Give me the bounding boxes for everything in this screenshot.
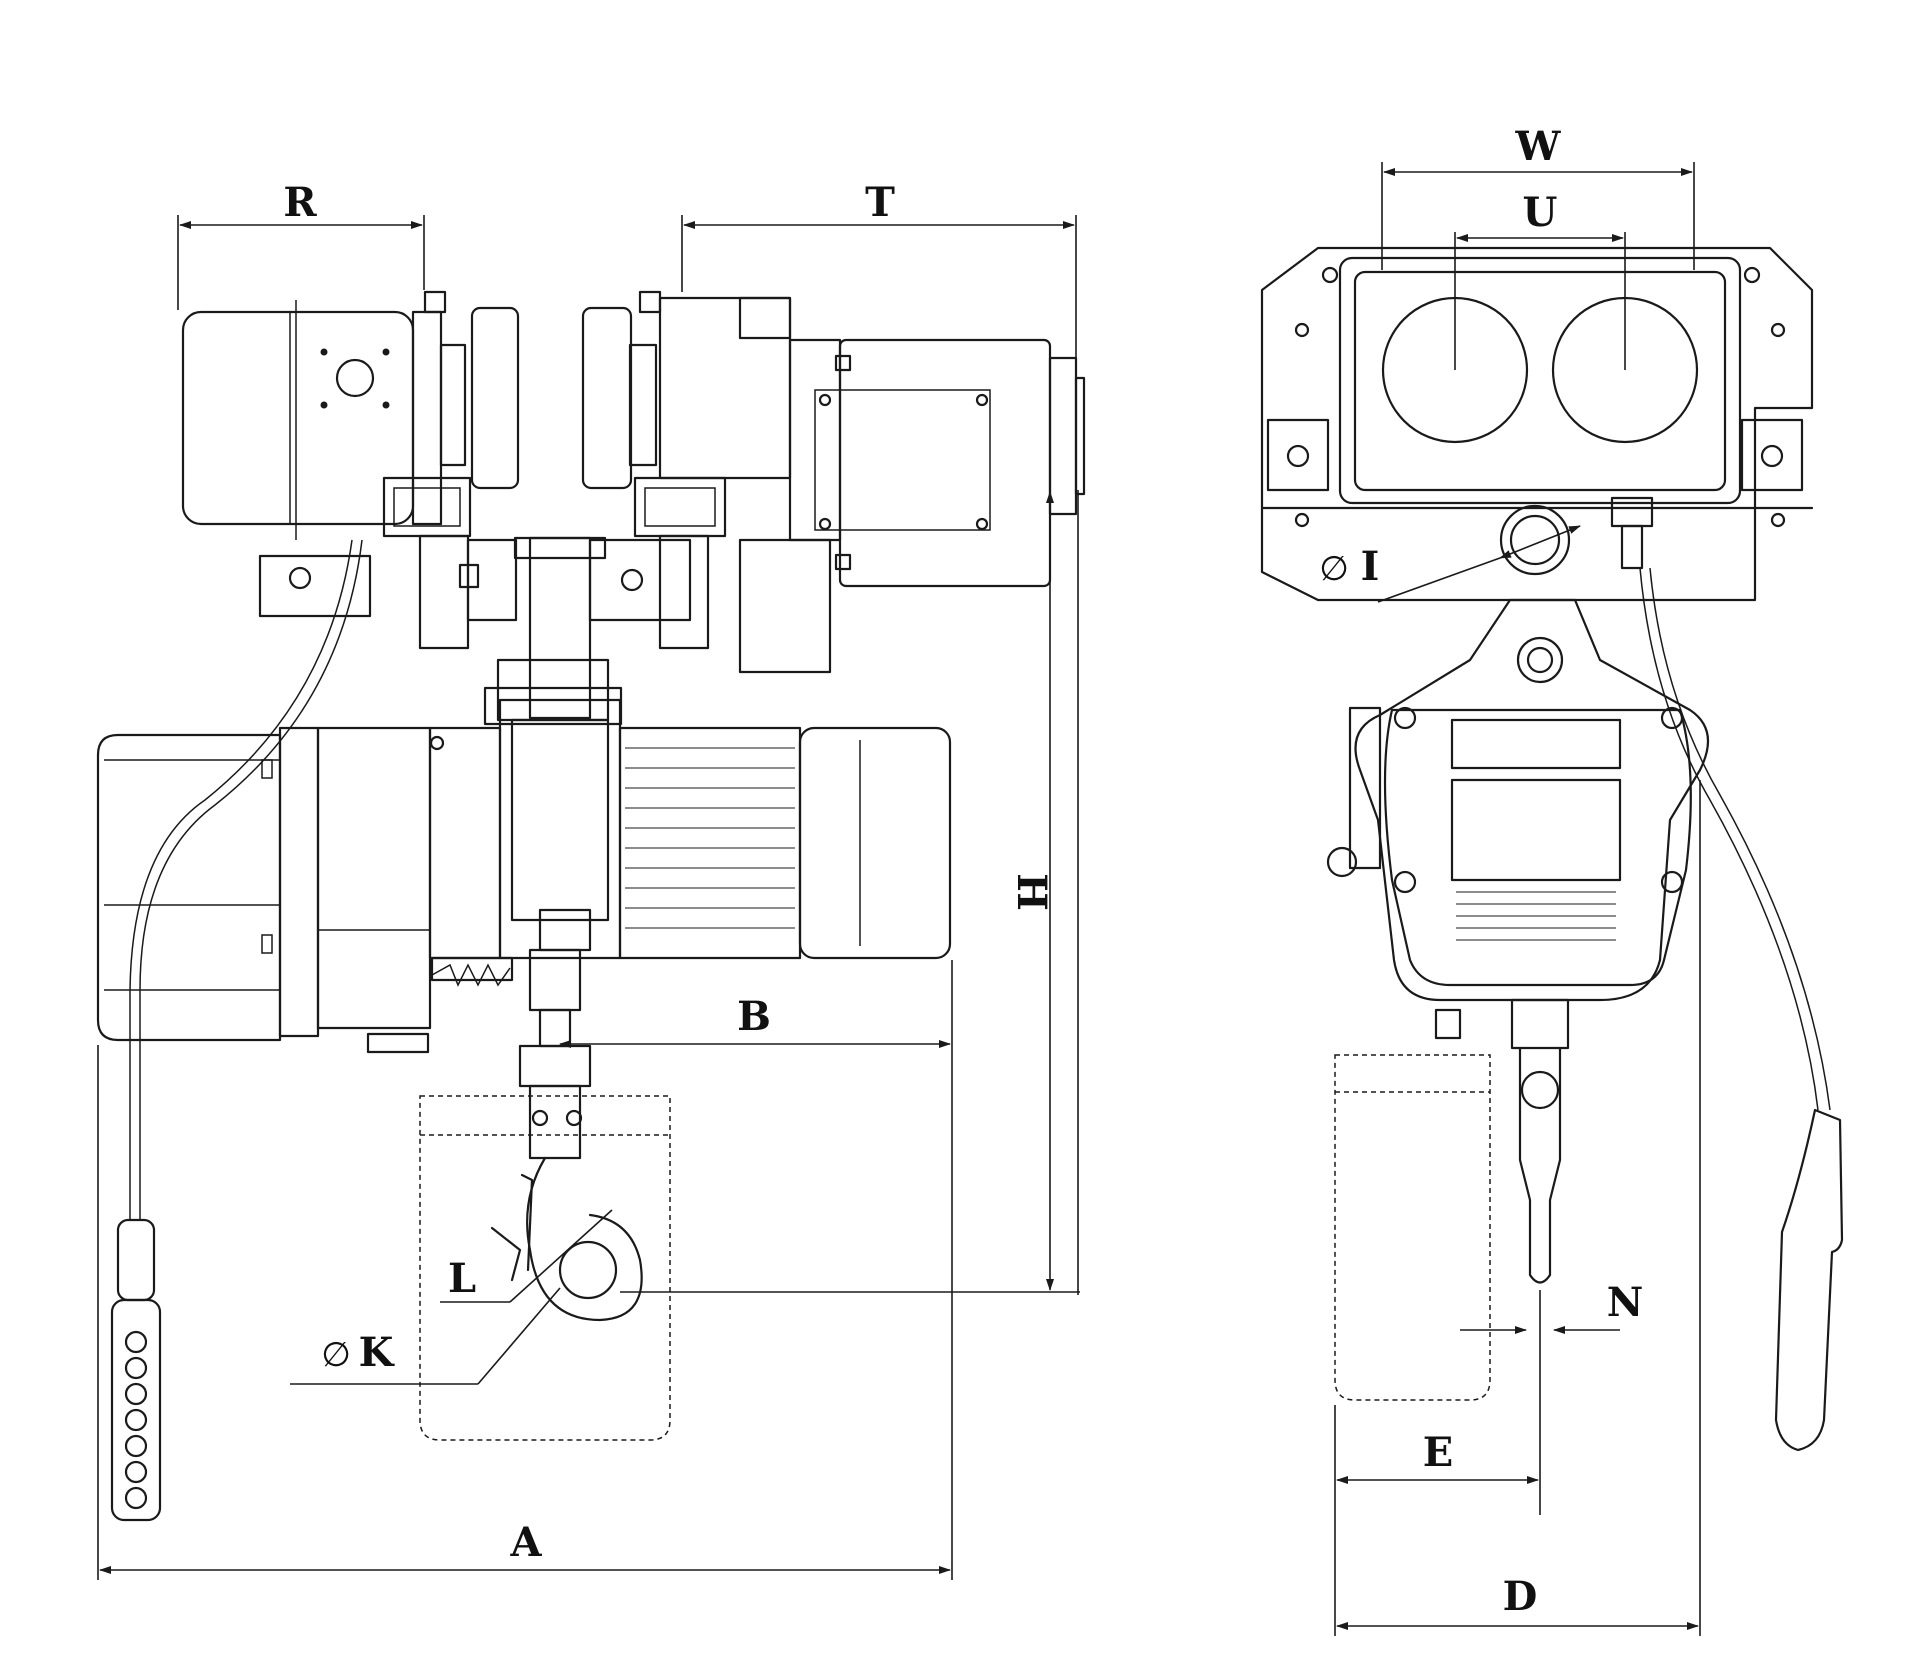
label-B: B — [737, 993, 771, 1040]
dimension-U: U — [1454, 189, 1626, 370]
dimension-B: B — [559, 993, 951, 1048]
dimension-N: N — [1460, 1279, 1644, 1334]
dimension-I: ∅ I — [1319, 525, 1581, 603]
hook-block — [490, 948, 643, 1322]
label-E: E — [1423, 1429, 1454, 1476]
chain-bag-end — [1334, 1054, 1491, 1401]
end-view: W U ∅ I N E D — [1260, 123, 1844, 1636]
label-D: D — [1503, 1573, 1538, 1620]
label-T: T — [865, 179, 895, 226]
hoist-body-end — [1326, 598, 1710, 1002]
dimension-K: ∅ K — [290, 1287, 561, 1385]
dimension-A: A — [97, 960, 953, 1580]
label-L: L — [448, 1255, 476, 1302]
cooling-fins — [625, 747, 795, 929]
hook-block-end — [1434, 998, 1570, 1284]
trolley-right-motor — [581, 290, 1086, 674]
dimension-T: T — [681, 179, 1077, 420]
diameter-symbol-I: ∅ — [1319, 549, 1349, 589]
dimension-D: D — [1334, 780, 1701, 1636]
label-R: R — [283, 179, 317, 226]
chain-bag — [419, 1095, 671, 1441]
trolley-left-motor — [181, 290, 520, 650]
pendant-control — [110, 539, 363, 1522]
dimension-E: E — [1334, 1290, 1541, 1515]
hoist-body — [96, 698, 952, 1054]
trolley-center-bridge — [483, 536, 623, 726]
label-U: U — [1523, 189, 1558, 236]
label-K: K — [359, 1329, 395, 1376]
dimension-W: W — [1381, 123, 1695, 270]
trolley-housing — [1260, 246, 1814, 602]
dimension-R: R — [177, 179, 425, 310]
diameter-symbol-K: ∅ — [321, 1335, 351, 1375]
side-view: R T H B A L — [96, 179, 1086, 1580]
label-A: A — [509, 1519, 542, 1566]
pendant-control-end — [1639, 567, 1844, 1452]
label-W: W — [1515, 123, 1562, 170]
label-H: H — [1008, 873, 1055, 911]
label-I: I — [1361, 543, 1380, 590]
cooling-slats — [1456, 879, 1616, 941]
dimension-L: L — [440, 1209, 613, 1303]
dimension-H: H — [620, 490, 1080, 1295]
label-N: N — [1607, 1279, 1644, 1326]
